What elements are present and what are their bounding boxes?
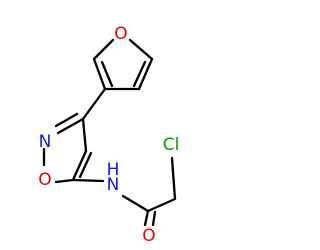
furan-bond-c4-c5 [92, 57, 107, 91]
chlorine-label: Cl [163, 135, 180, 155]
isoxazole-bond-c5-c4 [71, 149, 88, 182]
isoxazole-nitrogen-label: N [39, 132, 52, 152]
amide-hydrogen-label: H [107, 160, 120, 180]
molecule-svg: O N O N H O Cl [38, 24, 180, 246]
isoxazole-bond-o-c5 [54, 178, 75, 184]
furan-bond-c5-o [92, 38, 115, 61]
ch2-chlorine-bond [170, 156, 177, 201]
carbonyl-ch2-bond [146, 197, 177, 213]
furan-bond-c2-c3 [137, 57, 154, 91]
carbonyl-double-bond-b [151, 210, 157, 227]
furan-oxygen-label: O [114, 24, 127, 44]
furan-bond-c4-c5-inner [100, 60, 114, 88]
furan-bond-c2-c3-inner [132, 60, 147, 88]
isoxazole-amide-n-bond [71, 178, 105, 183]
isoxazole-oxygen-label: O [38, 170, 51, 190]
carbonyl-oxygen-label: O [142, 226, 155, 246]
molecule-structure-diagram: O N O N H O Cl [38, 24, 180, 246]
furan-bond-o-c2 [128, 38, 154, 61]
amide-nitrogen-label: N [107, 175, 120, 195]
isoxazole-bond-c3-n-double [54, 112, 79, 128]
isoxazole-bond-c4-c3 [81, 117, 88, 153]
isoxazole-bond-c5-c4-double [78, 151, 93, 179]
carbonyl-double-bond-a [143, 209, 150, 227]
isoxazole-bond-c3-n [56, 117, 85, 135]
amide-n-carbonyl-bond [121, 194, 150, 213]
furan-isoxazole-bond [81, 87, 107, 121]
